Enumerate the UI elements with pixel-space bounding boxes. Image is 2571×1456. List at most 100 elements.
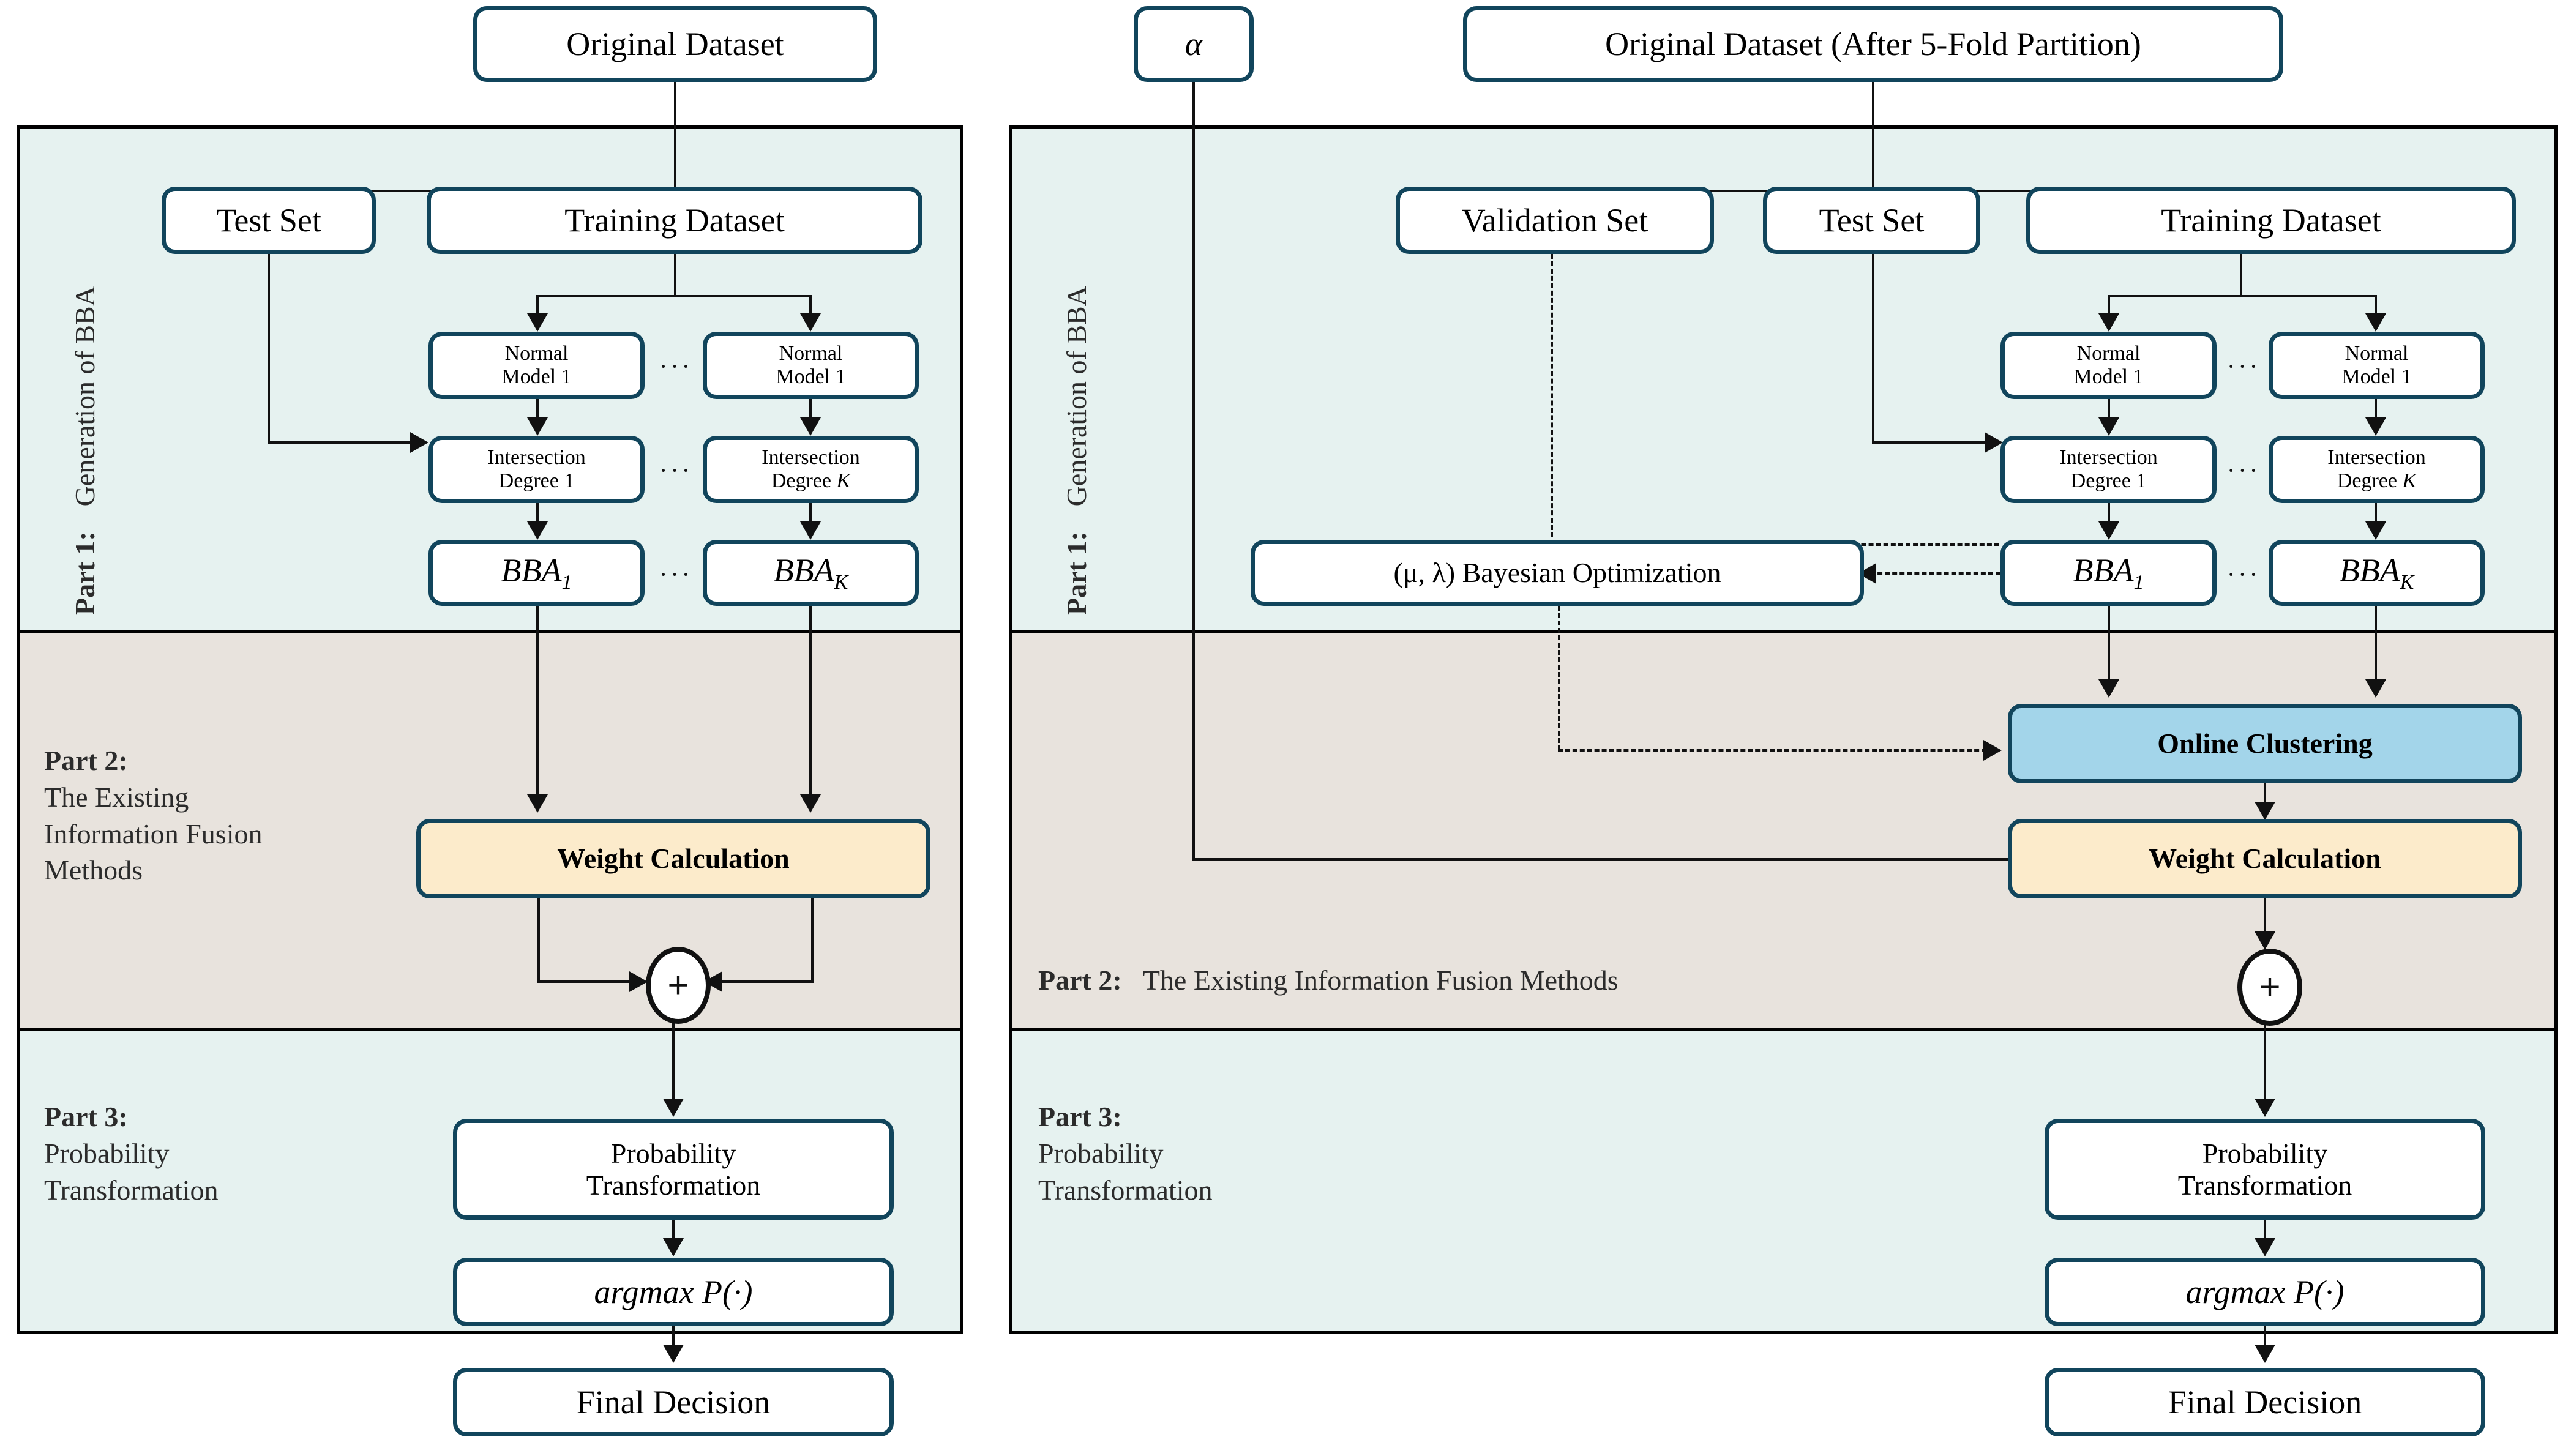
- left-arrow-plus-in-left: [629, 971, 648, 992]
- left-conn-weight-left-v: [537, 898, 540, 982]
- right-arrow-bayes-clustering: [1983, 740, 2002, 761]
- right-combine-operator: +: [2237, 949, 2302, 1026]
- right-part2-caption: Part 2: The Existing Information Fusion …: [1038, 965, 1619, 996]
- right-arrow-ik-bbak: [2365, 521, 2386, 540]
- left-bba-ellipsis: ···: [659, 561, 693, 588]
- right-arrow-test-to-intersection: [1985, 432, 2003, 453]
- right-final-decision-node: Final Decision: [2045, 1368, 2485, 1436]
- left-intersection-ellipsis: ···: [659, 457, 693, 484]
- right-arrow-clustering-weight: [2255, 802, 2275, 820]
- right-dash-bba-to-bayes: [1870, 572, 2000, 575]
- right-arrow-plus-prob: [2255, 1099, 2275, 1117]
- right-conn-clustering-weight: [2264, 783, 2266, 805]
- right-online-clustering-node: Online Clustering: [2008, 704, 2522, 783]
- left-conn-m1-i1: [536, 399, 539, 424]
- right-arrow-bbak-clustering: [2365, 679, 2386, 698]
- left-conn-ik-bbak: [809, 503, 812, 528]
- right-conn-test-elbow-v: [1872, 254, 1874, 444]
- right-conn-prob-argmax: [2264, 1220, 2266, 1244]
- right-conn-models-h: [2108, 295, 2377, 297]
- left-part2-caption: Part 2: The Existing Information Fusion …: [44, 745, 263, 886]
- right-conn-modelk-down: [2375, 295, 2377, 319]
- left-conn-weight-left-h: [537, 980, 642, 983]
- left-arrow-bba1-weight: [527, 794, 548, 813]
- right-arrow-weight-plus: [2255, 931, 2275, 950]
- right-conn-bbak-clustering: [2375, 606, 2377, 685]
- left-bba-k-node: BBAK: [703, 540, 919, 606]
- right-bayesian-optimization-node: (μ, λ) Bayesian Optimization: [1251, 540, 1864, 606]
- right-alpha-node: α: [1134, 6, 1254, 82]
- right-bba-ellipsis: ···: [2227, 561, 2261, 588]
- right-training-dataset-node: Training Dataset: [2026, 187, 2516, 254]
- right-arrow-mk-ik: [2365, 417, 2386, 436]
- left-conn-orig-down: [674, 82, 676, 192]
- right-models-ellipsis: ···: [2227, 353, 2261, 380]
- right-weight-calculation-node: Weight Calculation: [2008, 819, 2522, 898]
- left-conn-test-elbow-v: [268, 254, 270, 444]
- left-bba-1-node: BBA1: [428, 540, 645, 606]
- right-arrow-to-model1: [2098, 313, 2119, 332]
- left-test-set-node: Test Set: [162, 187, 376, 254]
- right-bba-1-node: BBA1: [2000, 540, 2217, 606]
- right-conn-model1-down: [2108, 295, 2110, 319]
- left-arrow-prob-argmax: [663, 1238, 684, 1256]
- left-part3-caption: Part 3: Probability Transformation: [44, 1101, 219, 1206]
- left-training-dataset-node: Training Dataset: [427, 187, 922, 254]
- right-conn-orig-down: [1872, 82, 1874, 192]
- right-validation-set-node: Validation Set: [1396, 187, 1714, 254]
- right-part1-caption: Part 1: Generation of BBA: [1061, 286, 1092, 615]
- right-dash-bayes-h: [1558, 749, 1994, 752]
- left-conn-argmax-final: [672, 1326, 675, 1351]
- left-conn-prob-argmax: [672, 1220, 675, 1244]
- right-arrow-to-modelk: [2365, 313, 2386, 332]
- left-arrow-to-model1: [527, 313, 548, 332]
- left-weight-calculation-node: Weight Calculation: [416, 819, 930, 898]
- left-arrow-to-modelk: [800, 313, 821, 332]
- left-arrow-test-to-intersection: [410, 432, 428, 453]
- left-conn-bba1-weight: [536, 606, 539, 801]
- left-combine-operator: +: [646, 947, 711, 1024]
- right-dash-bayes-v: [1558, 606, 1560, 750]
- right-dash-validation-v: [1551, 254, 1553, 545]
- right-conn-train-down2: [2240, 254, 2242, 297]
- right-conn-test-elbow-h: [1872, 441, 1994, 444]
- right-conn-m1-i1: [2108, 399, 2110, 424]
- right-original-dataset-node: Original Dataset (After 5-Fold Partition…: [1463, 6, 2283, 82]
- right-arrow-prob-argmax: [2255, 1238, 2275, 1256]
- right-arrow-bba1-clustering: [2098, 679, 2119, 698]
- right-conn-mk-ik: [2375, 399, 2377, 424]
- left-original-dataset-node: Original Dataset: [473, 6, 877, 82]
- left-conn-i1-bba1: [536, 503, 539, 528]
- right-conn-plus-prob: [2264, 1016, 2266, 1105]
- left-conn-bbak-weight: [809, 606, 812, 801]
- left-conn-modelk-down: [809, 295, 812, 319]
- left-conn-weight-right-h: [710, 980, 814, 983]
- left-arrow-i1-bba1: [527, 521, 548, 540]
- left-conn-train-down: [674, 254, 676, 297]
- right-conn-weight-plus: [2264, 898, 2266, 947]
- left-arrow-bbak-weight: [800, 794, 821, 813]
- right-part3-caption: Part 3: Probability Transformation: [1038, 1101, 1213, 1206]
- left-conn-test-elbow-h: [268, 441, 421, 444]
- right-conn-alpha-h: [1192, 858, 2031, 861]
- right-conn-i1-bba1: [2108, 503, 2110, 528]
- right-arrow-i1-bba1: [2098, 521, 2119, 540]
- left-models-ellipsis: ···: [659, 353, 693, 380]
- left-final-decision-node: Final Decision: [453, 1368, 894, 1436]
- right-intersection-ellipsis: ···: [2227, 457, 2261, 484]
- right-conn-alpha-v: [1192, 82, 1195, 859]
- left-conn-weight-right-v: [811, 898, 814, 982]
- right-bba-k-node: BBAK: [2269, 540, 2485, 606]
- right-conn-bba1-clustering: [2108, 606, 2110, 685]
- right-conn-ik-bbak: [2375, 503, 2377, 528]
- right-test-set-node: Test Set: [1763, 187, 1980, 254]
